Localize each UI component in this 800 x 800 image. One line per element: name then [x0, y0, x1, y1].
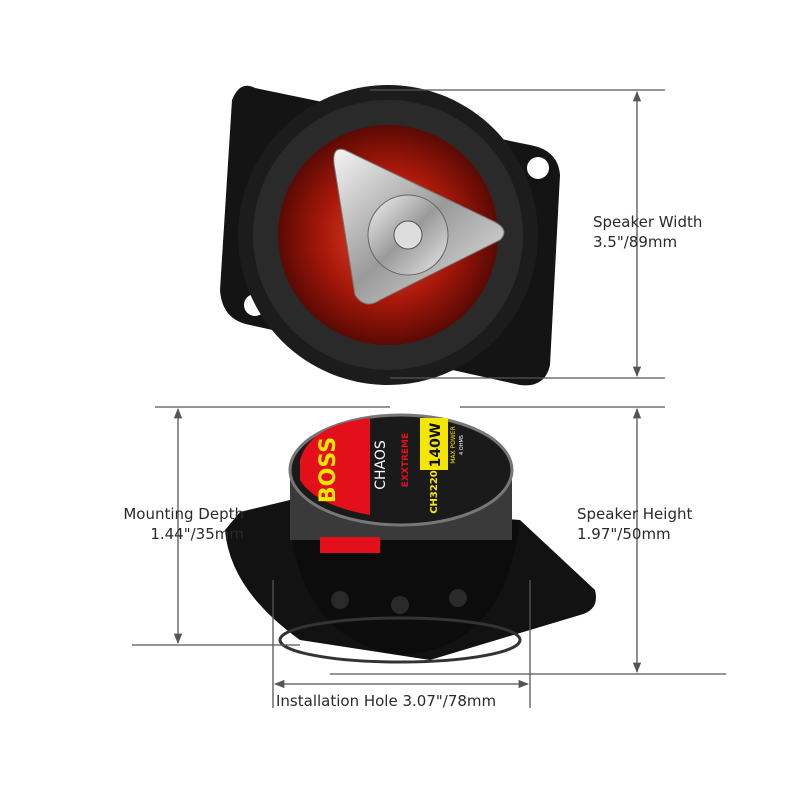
- mounting-depth-label: Mounting Depth 1.44"/35mm: [123, 504, 244, 544]
- speaker-height-label: Speaker Height 1.97"/50mm: [577, 504, 692, 544]
- mount-hole: [527, 157, 549, 179]
- logo-power-note: MAX POWER: [450, 426, 457, 464]
- dimension-title: Speaker Height: [577, 505, 693, 523]
- speaker-side-view: BOSS CHAOS EXXTREME 140W MAX POWER 4 OHM…: [225, 413, 596, 664]
- logo-model: CH3220: [429, 470, 440, 514]
- logo-brand: BOSS: [316, 437, 341, 503]
- installation-hole-label: Installation Hole 3.07"/78mm: [276, 692, 497, 710]
- logo-ohms: 4 OHMS: [459, 435, 465, 455]
- speaker-front-view: [220, 85, 560, 386]
- dimension-value: 1.97"/50mm: [577, 525, 671, 543]
- dimension-title: Speaker Width: [593, 213, 703, 231]
- dimension-value: 1.44"/35mm: [150, 525, 244, 543]
- dimension-title: Mounting Depth: [123, 505, 244, 523]
- dimension-lines: [132, 89, 726, 708]
- logo-sub: EXXTREME: [401, 433, 411, 487]
- logo-power: 140W: [428, 423, 444, 468]
- dimension-value: 3.5"/89mm: [593, 233, 678, 251]
- speaker-width-label: Speaker Width 3.5"/89mm: [593, 212, 702, 252]
- logo-series: CHAOS: [373, 440, 389, 490]
